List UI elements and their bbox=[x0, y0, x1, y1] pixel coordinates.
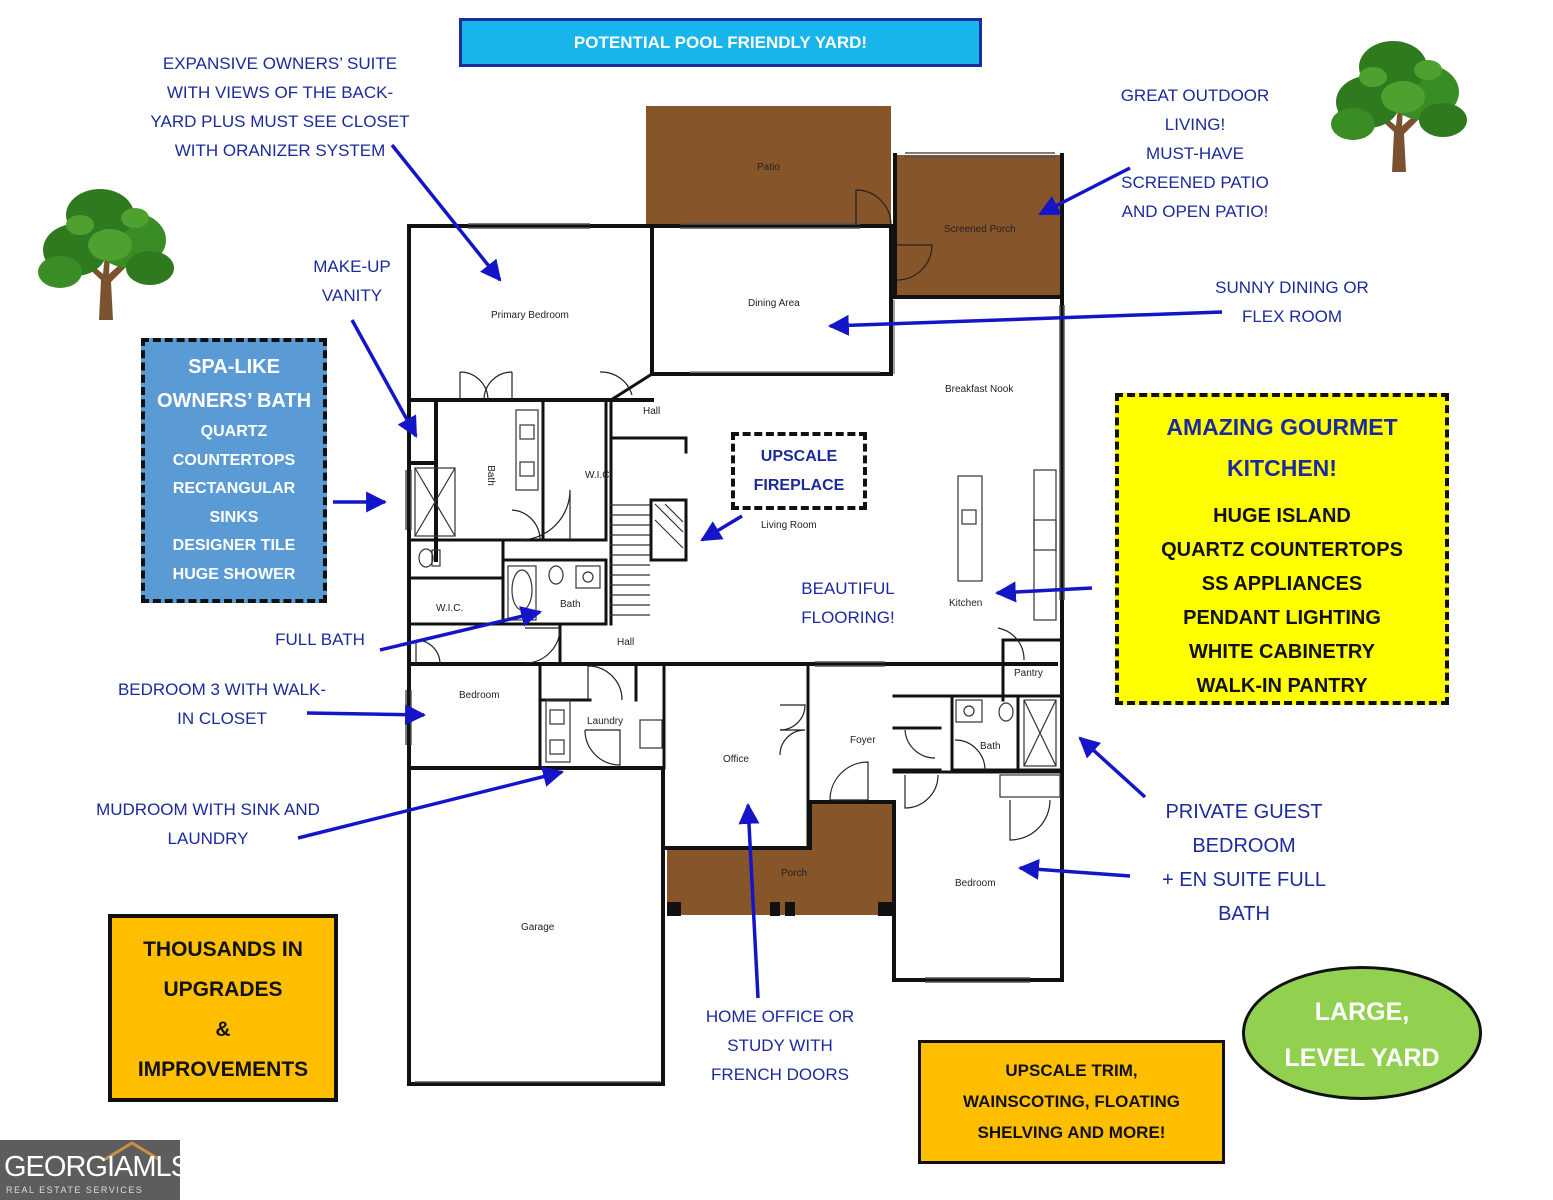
georgia-mls-logo: GEORGIAMLS REAL ESTATE SERVICES bbox=[0, 1140, 190, 1200]
room-label-office: Office bbox=[723, 754, 749, 765]
room-label-wic-primary: W.I.C. bbox=[585, 470, 613, 481]
room-label-bedroom-left: Bedroom bbox=[459, 690, 500, 701]
room-label-primary-bedroom: Primary Bedroom bbox=[491, 310, 569, 321]
upgrades-box: THOUSANDS IN UPGRADES & IMPROVEMENTS bbox=[108, 914, 338, 1102]
callout-home-office: HOME OFFICE OR STUDY WITH FRENCH DOORS bbox=[705, 1007, 855, 1084]
porch-posts bbox=[667, 902, 892, 916]
callout-outdoor-living: GREAT OUTDOOR LIVING! MUST-HAVE SCREENED… bbox=[1120, 86, 1270, 221]
room-label-porch: Porch bbox=[781, 868, 808, 879]
room-label-foyer: Foyer bbox=[850, 735, 876, 746]
logo-wordmark: GEORGIAMLS bbox=[4, 1151, 190, 1183]
room-label-bath-hall: Bath bbox=[560, 599, 581, 610]
room-label-dining-area: Dining Area bbox=[748, 298, 800, 309]
front-porch-slab bbox=[667, 848, 894, 915]
room-label-bath-primary: Bath bbox=[484, 465, 496, 486]
room-label-screened-porch: Screened Porch bbox=[944, 224, 1016, 235]
room-label-bath-guest: Bath bbox=[980, 741, 1001, 752]
tree-right bbox=[1331, 41, 1467, 172]
room-label-breakfast-nook: Breakfast Nook bbox=[945, 384, 1014, 395]
pool-banner: POTENTIAL POOL FRIENDLY YARD! bbox=[459, 18, 982, 67]
callout-flooring: BEAUTIFUL FLOORING! bbox=[801, 579, 895, 627]
windows bbox=[405, 152, 1065, 1083]
room-label-hall-top: Hall bbox=[643, 406, 661, 417]
room-label-living-room: Living Room bbox=[761, 520, 817, 531]
callout-mudroom: MUDROOM WITH SINK AND LAUNDRY bbox=[96, 800, 320, 848]
fireplace-box: UPSCALE FIREPLACE bbox=[731, 432, 867, 510]
callout-arrows bbox=[297, 143, 1223, 999]
callout-dining: SUNNY DINING OR FLEX ROOM bbox=[1215, 278, 1369, 326]
room-label-garage: Garage bbox=[521, 922, 555, 933]
spa-bath-box: SPA-LIKE OWNERS’ BATH QUARTZ COUNTERTOPS… bbox=[141, 338, 327, 603]
callout-makeup-vanity: MAKE-UP VANITY bbox=[313, 257, 391, 305]
room-label-laundry: Laundry bbox=[587, 716, 624, 727]
level-yard-oval: LARGE, LEVEL YARD bbox=[1242, 966, 1482, 1100]
callout-full-bath: FULL BATH bbox=[275, 630, 365, 649]
gourmet-kitchen-box: AMAZING GOURMET KITCHEN! HUGE ISLAND QUA… bbox=[1115, 393, 1449, 705]
room-label-kitchen: Kitchen bbox=[949, 598, 983, 609]
patio-slab bbox=[646, 106, 891, 226]
room-label-hall-bottom: Hall bbox=[617, 637, 635, 648]
callout-guest-bedroom: PRIVATE GUEST BEDROOM + EN SUITE FULL BA… bbox=[1162, 801, 1326, 925]
room-label-bedroom-right: Bedroom bbox=[955, 878, 996, 889]
callout-bedroom3: BEDROOM 3 WITH WALK- IN CLOSET bbox=[117, 680, 327, 728]
trim-box: UPSCALE TRIM, WAINSCOTING, FLOATING SHEL… bbox=[918, 1040, 1225, 1164]
door-swings bbox=[415, 189, 1051, 841]
logo-subtitle: REAL ESTATE SERVICES bbox=[6, 1185, 144, 1195]
callout-owners-suite: EXPANSIVE OWNERS’ SUITE WITH VIEWS OF TH… bbox=[150, 54, 410, 160]
fixtures bbox=[414, 409, 1061, 798]
room-label-wic-small: W.I.C. bbox=[436, 603, 464, 614]
tree-left bbox=[38, 189, 174, 320]
roof-icon bbox=[103, 1141, 161, 1160]
room-label-pantry: Pantry bbox=[1014, 668, 1043, 679]
screened-porch-slab bbox=[895, 155, 1061, 297]
room-label-patio: Patio bbox=[757, 162, 780, 173]
